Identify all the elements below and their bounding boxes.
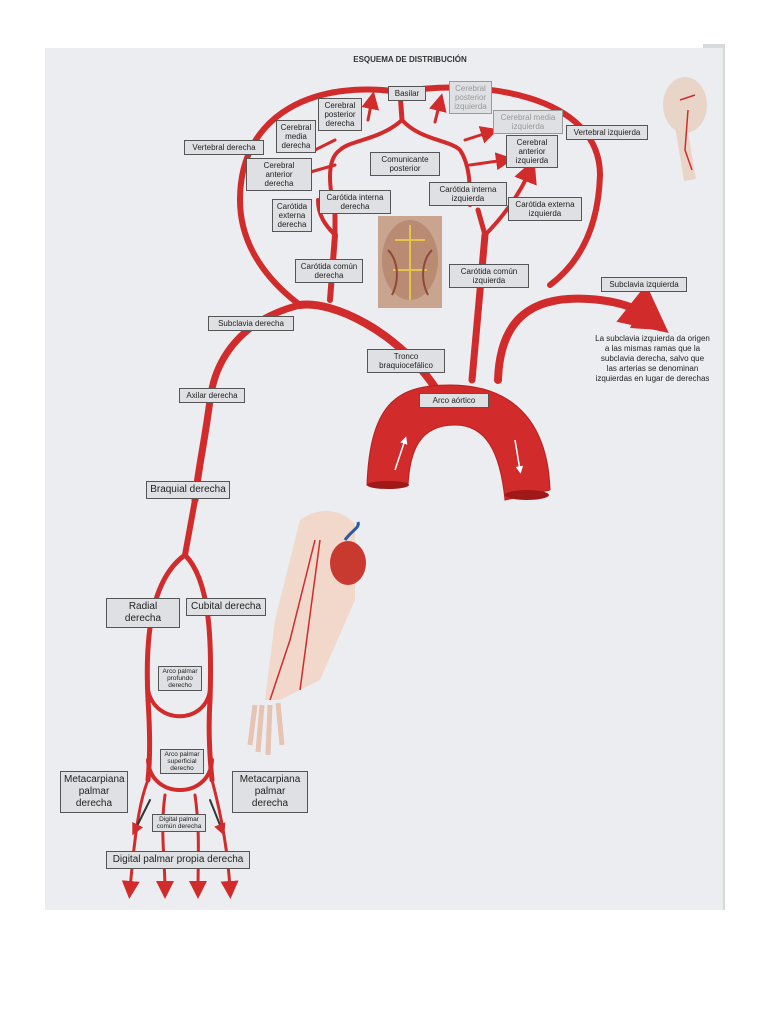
label-carotida-comun-izquierda: Carótida común izquierda bbox=[449, 264, 529, 288]
label-cerebral-media-izquierda: Cerebral media izquierda bbox=[493, 110, 563, 134]
label-braquial-derecha: Braquial derecha bbox=[146, 481, 230, 499]
label-metacarpiana-palmar-derecha-2: Metacarpiana palmar derecha bbox=[232, 771, 308, 813]
label-basilar: Basilar bbox=[388, 86, 426, 101]
label-subclavia-izquierda: Subclavia izquierda bbox=[601, 277, 687, 292]
label-carotida-externa-derecha: Carótida externa derecha bbox=[272, 199, 312, 232]
label-carotida-interna-derecha: Carótida interna derecha bbox=[319, 190, 391, 214]
braquial-derecha-vessel bbox=[185, 500, 195, 555]
carotida-interna-izquierda-vessel bbox=[478, 210, 485, 235]
label-arco-palmar-superficial: Arco palmar superficial derecho bbox=[160, 749, 204, 774]
label-digital-palmar-comun: Digital palmar común derecha bbox=[152, 814, 206, 832]
label-tronco-braquiocefalico: Tronco braquiocefálico bbox=[367, 349, 445, 373]
arm-illustration bbox=[250, 511, 366, 755]
label-vertebral-izquierda: Vertebral izquierda bbox=[566, 125, 648, 140]
head-illustration bbox=[663, 77, 707, 180]
label-metacarpiana-palmar-derecha-1: Metacarpiana palmar derecha bbox=[60, 771, 128, 813]
label-cubital-derecha: Cubital derecha bbox=[186, 598, 266, 616]
subclavia-note: La subclavia izquierda da origen a las m… bbox=[595, 334, 710, 384]
label-cerebral-anterior-derecha: Cerebral anterior derecha bbox=[246, 158, 312, 191]
label-axilar-derecha: Axilar derecha bbox=[179, 388, 245, 403]
label-comunicante-posterior: Comunicante posterior bbox=[370, 152, 440, 176]
label-cerebral-media-derecha: Cerebral media derecha bbox=[276, 120, 316, 153]
diagram-title: ESQUEMA DE DISTRIBUCIÓN bbox=[340, 55, 480, 64]
vertebral-left-vessel bbox=[550, 175, 600, 285]
arco-palmar-profundo-vessel bbox=[148, 690, 210, 716]
label-carotida-comun-derecha: Carótida común derecha bbox=[295, 259, 363, 283]
label-cerebral-posterior-derecha: Cerebral posterior derecha bbox=[318, 98, 362, 131]
label-cerebral-anterior-izquierda: Cerebral anterior izquierda bbox=[506, 135, 558, 168]
label-arco-palmar-profundo: Arco palmar profundo derecho bbox=[158, 666, 202, 691]
label-arco-aortico: Arco aórtico bbox=[419, 393, 489, 408]
label-vertebral-derecha: Vertebral derecha bbox=[184, 140, 264, 155]
label-radial-derecha: Radial derecha bbox=[106, 598, 180, 628]
label-carotida-externa-izquierda: Carótida externa izquierda bbox=[508, 197, 582, 221]
brain-illustration bbox=[378, 216, 442, 308]
label-carotida-interna-izquierda: Carótida interna izquierda bbox=[429, 182, 507, 206]
label-cerebral-posterior-izquierda: Cerebral posterior izquierda bbox=[449, 81, 492, 114]
label-digital-palmar-propia: Digital palmar propia derecha bbox=[106, 851, 250, 869]
label-subclavia-derecha: Subclavia derecha bbox=[208, 316, 294, 331]
carotida-comun-izquierda-vessel bbox=[472, 235, 485, 380]
